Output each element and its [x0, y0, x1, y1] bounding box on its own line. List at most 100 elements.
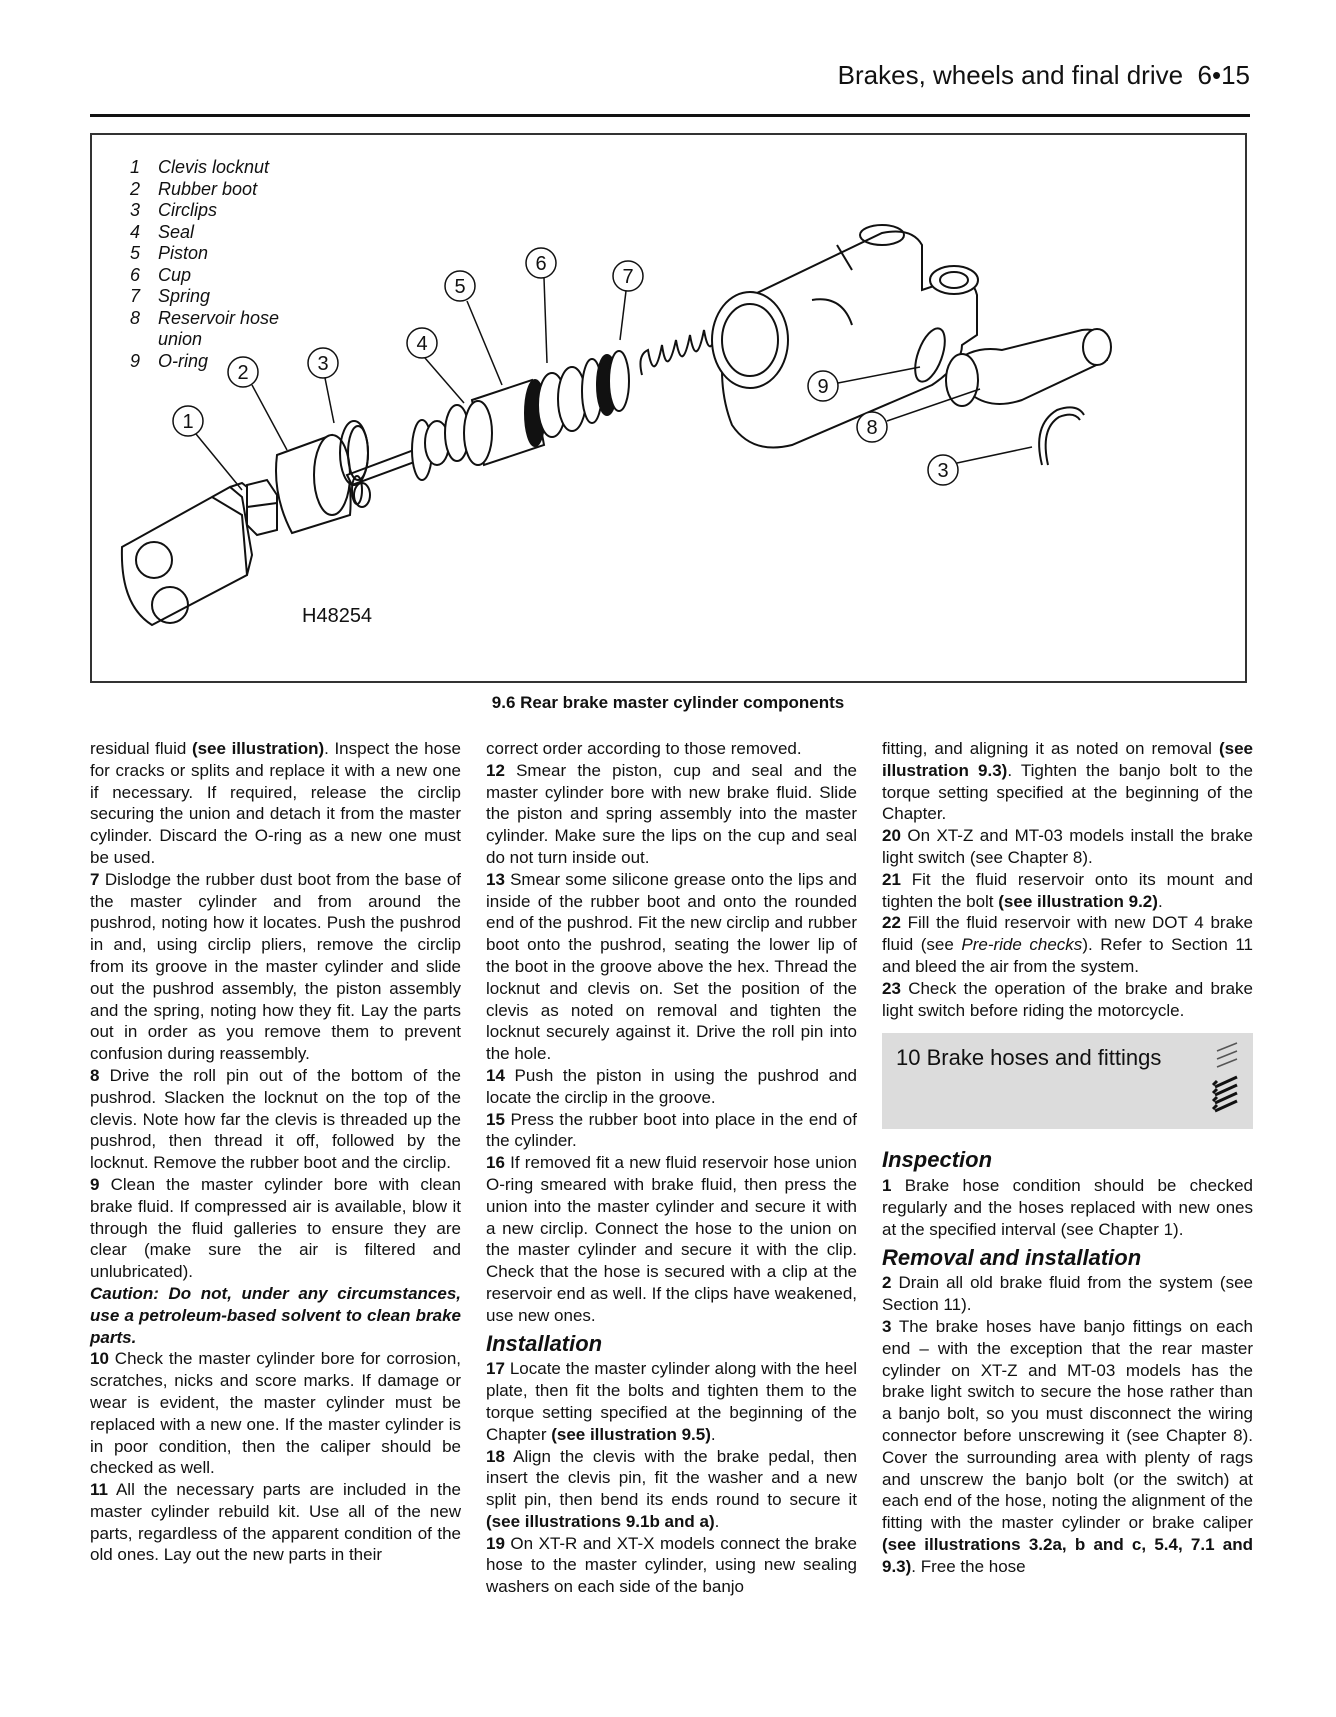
callout-5: 5 [444, 270, 503, 386]
master-cylinder-diagram: 1 2 3 4 5 6 7 [120, 224, 1112, 627]
callout-8: 8 [856, 388, 981, 443]
callout-3-right: 3 [927, 446, 1033, 486]
svg-text:3: 3 [937, 460, 948, 482]
paragraph: 20 On XT-Z and MT-03 models install the … [882, 826, 1253, 867]
paragraph: fitting, and aligning it as noted on rem… [882, 739, 1253, 824]
figure-box: 1 Clevis locknut 2 Rubber boot 3 Circlips 4 Sea… [90, 133, 1247, 683]
paragraph: 13 Smear some silicone grease onto the l… [486, 869, 857, 1064]
legend-number: 9 [130, 350, 141, 371]
paragraph: 21 Fit the fluid reservoir onto its moun… [882, 869, 1253, 911]
legend-item: 4 Seal [130, 222, 308, 244]
paragraph: 1 Brake hose condition should be checked… [882, 1176, 1253, 1239]
figure-caption: 9.6 Rear brake master cylinder component… [491, 693, 845, 712]
column-2: correct order according to those removed… [486, 738, 857, 1598]
spanner-rating-icon [1211, 1042, 1238, 1113]
paragraph: 2 Drain all old brake fluid from the sys… [882, 1273, 1253, 1315]
o-ring-part [914, 327, 946, 383]
legend-number: 5 [130, 243, 141, 263]
callout-2: 2 [227, 356, 288, 451]
legend-number: 2 [130, 178, 141, 199]
legend-item: 8 Reservoir hose [130, 308, 308, 330]
callout-1: 1 [172, 405, 243, 491]
svg-text:5: 5 [454, 276, 465, 298]
paragraph: 9 Clean the master cylinder bore with cl… [90, 1174, 461, 1282]
paragraph: 16 If removed fit a new fluid reservoir … [486, 1153, 857, 1325]
circlip-right-part [1038, 406, 1085, 466]
svg-text:8: 8 [866, 417, 877, 439]
legend-label: Seal [158, 221, 195, 242]
legend-item: 1 Clevis locknut [130, 157, 308, 179]
svg-text:2: 2 [237, 362, 248, 384]
paragraph: 14 Push the piston in using the pushrod … [486, 1065, 857, 1107]
svg-text:4: 4 [416, 333, 427, 355]
legend-label: Piston [158, 243, 209, 263]
paragraph: 18 Align the clevis with the brake pedal… [486, 1446, 857, 1531]
paragraph: correct order according to those removed… [486, 739, 802, 758]
legend-item: 2 Rubber boot [130, 179, 308, 201]
page-number: 6•15 [1197, 60, 1250, 90]
callout-6: 6 [525, 247, 557, 364]
page-header: Brakes, wheels and final drive 6•15 [90, 60, 1250, 91]
paragraph: Caution: Do not, under any circumstances… [90, 1283, 461, 1347]
heading-inspection: Inspection [882, 1147, 993, 1173]
callout-3-left: 3 [307, 347, 339, 424]
figure-code: H48254 [302, 605, 373, 627]
piston-part [463, 350, 630, 467]
svg-text:6: 6 [535, 253, 546, 275]
legend-number: 1 [130, 157, 141, 177]
legend-item: 5 Piston [130, 243, 308, 265]
legend-label: union [158, 329, 203, 349]
column-1: residual fluid (see illustration). Inspe… [90, 738, 461, 1566]
circlip-left-part [339, 420, 369, 486]
legend-item: union [130, 329, 308, 351]
column-3: fitting, and aligning it as noted on rem… [882, 738, 1253, 1578]
paragraph: 3 The brake hoses have banjo fittings on… [882, 1316, 1253, 1576]
figure-legend: 1 Clevis locknut 2 Rubber boot 3 Circlips 4 Sea… [130, 157, 308, 372]
legend-number: 4 [130, 221, 141, 242]
section-heading-box: 10 Brake hoses and fittings [882, 1033, 1253, 1130]
paragraph: 8 Drive the roll pin out of the bottom o… [90, 1065, 461, 1173]
header-rule [90, 114, 1250, 117]
legend-label: Cup [158, 264, 192, 285]
legend-label: Spring [158, 286, 211, 306]
legend-number: 8 [130, 307, 141, 328]
paragraph: 23 Check the operation of the brake and … [882, 978, 1253, 1020]
clevis-part [120, 481, 254, 627]
heading-installation: Installation [486, 1330, 603, 1356]
locknut-part [246, 478, 278, 537]
legend-number: 6 [130, 264, 141, 285]
paragraph: residual fluid (see illustration). Inspe… [90, 739, 461, 867]
pushrod-part [345, 419, 450, 508]
svg-text:7: 7 [622, 266, 633, 288]
paragraph: 7 Dislodge the rubber dust boot from the… [90, 869, 461, 1064]
legend-label: Clevis locknut [158, 157, 270, 177]
hose-union-part [945, 328, 1112, 407]
paragraph: 12 Smear the piston, cup and seal and th… [486, 760, 857, 867]
legend-item: 3 Circlips [130, 200, 308, 222]
paragraph: 11 All the necessary parts are included … [90, 1480, 461, 1565]
header-title: Brakes, wheels and final drive [837, 60, 1184, 90]
legend-item: 6 Cup [130, 265, 308, 287]
legend-label: O-ring [158, 350, 209, 371]
legend-number: 3 [130, 200, 141, 220]
master-cylinder-body-part [711, 224, 979, 449]
paragraph: 17 Locate the master cylinder along with… [486, 1359, 857, 1444]
legend-label: Rubber boot [158, 178, 258, 199]
paragraph: 19 On XT-R and XT-X models connect the b… [486, 1533, 857, 1597]
paragraph: 10 Check the master cylinder bore for co… [90, 1349, 461, 1478]
callout-4: 4 [406, 327, 465, 404]
callout-7: 7 [612, 260, 644, 341]
paragraph: 15 Press the rubber boot into place in t… [486, 1109, 857, 1151]
legend-label: Reservoir hose [158, 307, 280, 328]
legend-number: 7 [130, 286, 141, 306]
paragraph: 22 Fill the fluid reservoir with new DOT… [882, 913, 1254, 976]
legend-item: 7 Spring [130, 286, 308, 308]
svg-text:3: 3 [317, 353, 328, 375]
callout-9: 9 [807, 366, 921, 402]
legend-label: Circlips [158, 200, 218, 220]
svg-text:9: 9 [817, 376, 828, 398]
svg-text:1: 1 [182, 411, 193, 433]
legend-item: 9 O-ring [130, 351, 308, 373]
heading-removal-installation: Removal and installation [882, 1244, 1142, 1270]
section-title: 10 Brake hoses and fittings [896, 1045, 1162, 1071]
